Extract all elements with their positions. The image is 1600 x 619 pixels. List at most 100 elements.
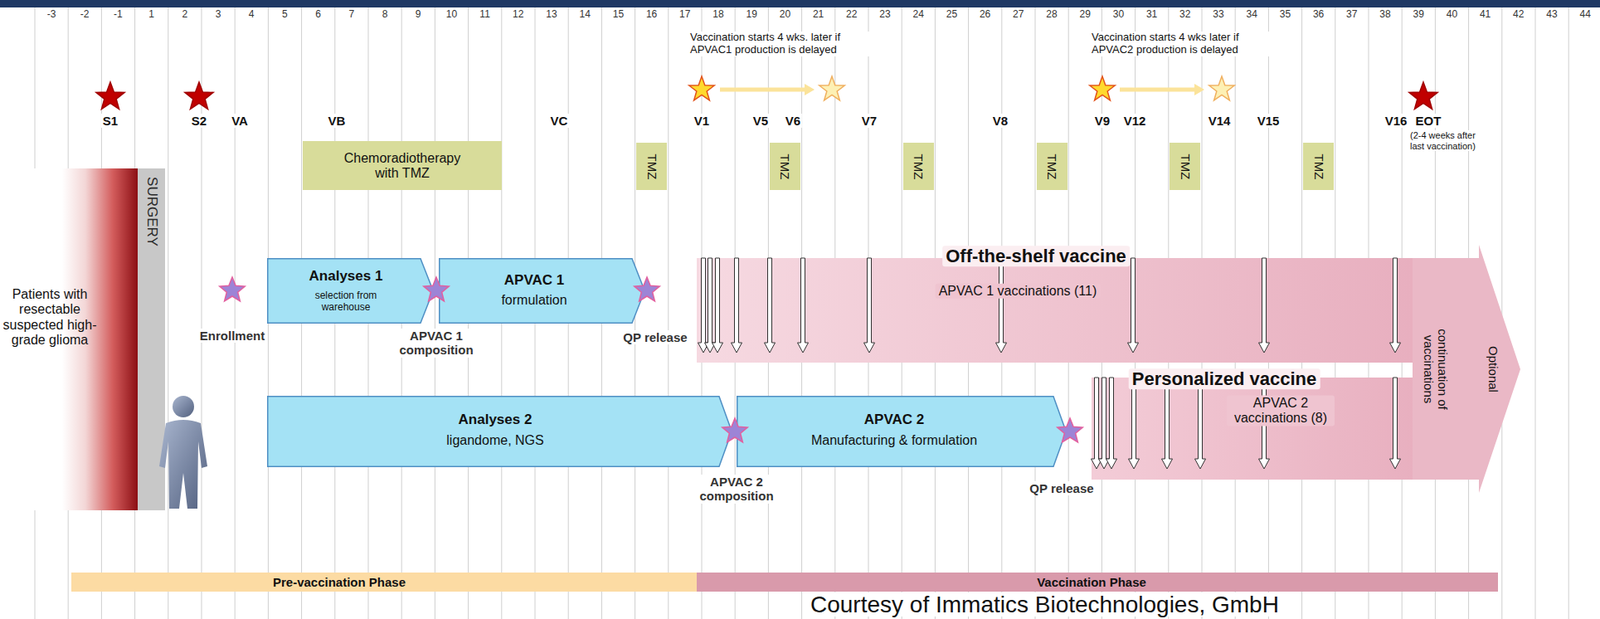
milestone-label: VA bbox=[229, 113, 250, 128]
week-number: 4 bbox=[247, 9, 257, 21]
week-number: 22 bbox=[844, 9, 859, 21]
week-number: 39 bbox=[1411, 9, 1426, 21]
label-holder: 14 bbox=[578, 9, 593, 21]
grid-line bbox=[434, 7, 436, 619]
milestone-label: APVAC 1 composition bbox=[386, 328, 487, 358]
node-text-holder: Patients with resectable suspected high-… bbox=[0, 286, 99, 349]
node-text-holder: Analyses 1 bbox=[309, 267, 384, 285]
label-holder: 24 bbox=[911, 9, 926, 21]
node-text-holder: Optional bbox=[1485, 345, 1500, 393]
label-holder: -2 bbox=[78, 9, 92, 21]
title-bar bbox=[0, 0, 1600, 8]
node-text-holder: TMZ bbox=[1177, 153, 1192, 180]
vaccination-arrow bbox=[1259, 377, 1270, 469]
label-holder: 26 bbox=[977, 9, 993, 21]
week-number: 41 bbox=[1478, 9, 1493, 21]
label-holder: QP release bbox=[621, 330, 689, 345]
node-text-holder: Pre-vaccination Phase bbox=[272, 574, 406, 589]
node-text-holder: continuation of vaccinations bbox=[1421, 327, 1451, 411]
label-holder: 25 bbox=[944, 9, 959, 21]
vaccination-arrow bbox=[1106, 377, 1118, 469]
chevron-shape bbox=[267, 258, 434, 324]
node-label: TMZ bbox=[911, 153, 926, 180]
week-number: -3 bbox=[45, 9, 59, 21]
node-text-holder: Analyses 2 bbox=[458, 411, 533, 428]
node-label: TMZ bbox=[644, 153, 659, 180]
node-label: SURGERY bbox=[143, 176, 161, 247]
week-number: 42 bbox=[1511, 9, 1526, 21]
milestone-star bbox=[634, 277, 660, 302]
node-label: APVAC 2 vaccinations (8) bbox=[1226, 395, 1335, 427]
figure-head bbox=[172, 395, 195, 418]
week-number: 13 bbox=[544, 9, 559, 21]
node-text-holder: SURGERY bbox=[143, 176, 161, 247]
delayed-start-star bbox=[819, 76, 845, 101]
node-text-holder: TMZ bbox=[1311, 153, 1326, 180]
vaccination-band: Personalized vaccineAPVAC 2 vaccinations… bbox=[1091, 377, 1419, 480]
label-holder: 42 bbox=[1511, 9, 1526, 21]
vaccination-arrow bbox=[996, 257, 1007, 353]
milestone-star bbox=[423, 277, 449, 302]
week-number: 1 bbox=[146, 9, 156, 21]
week-number: 29 bbox=[1078, 9, 1093, 21]
week-number: 8 bbox=[380, 9, 390, 21]
week-number: 23 bbox=[877, 9, 892, 21]
node-text-holder: APVAC 2 vaccinations (8) bbox=[1226, 395, 1335, 427]
milestone-label: V15 bbox=[1255, 113, 1282, 128]
label-holder: 32 bbox=[1177, 9, 1192, 21]
label-holder: 34 bbox=[1244, 9, 1260, 21]
week-number: -1 bbox=[111, 9, 125, 21]
process-chevron: APVAC 1formulation bbox=[438, 257, 646, 324]
week-number: -2 bbox=[78, 9, 92, 21]
label-holder: 19 bbox=[744, 9, 759, 21]
node-label: TMZ bbox=[1177, 153, 1192, 180]
vaccination-arrow bbox=[698, 257, 710, 353]
process-chevron: Analyses 1selection from warehouse bbox=[267, 257, 434, 324]
label-holder: 23 bbox=[877, 9, 892, 21]
week-number: 30 bbox=[1111, 9, 1126, 21]
patient-band: Patients with resectable suspected high-… bbox=[0, 168, 138, 511]
label-holder: 15 bbox=[611, 9, 626, 21]
milestone-star bbox=[219, 277, 245, 302]
delay-note: Vaccination starts 4 wks. later if APVAC… bbox=[688, 31, 881, 57]
node-heading: Analyses 2 bbox=[458, 411, 533, 428]
week-number: 28 bbox=[1044, 9, 1059, 21]
label-holder: 37 bbox=[1344, 9, 1359, 21]
grid-line bbox=[234, 7, 236, 619]
node-text-holder: APVAC 1 vaccinations (11) bbox=[935, 283, 1101, 299]
node-text-holder: Vaccination Phase bbox=[1036, 574, 1147, 589]
label-holder: 10 bbox=[444, 9, 459, 21]
label-holder: 33 bbox=[1210, 9, 1226, 21]
week-number: 14 bbox=[578, 9, 593, 21]
week-number: 38 bbox=[1377, 9, 1392, 21]
week-number: 21 bbox=[811, 9, 826, 21]
milestone-label: V1 bbox=[692, 113, 711, 128]
label-holder: 31 bbox=[1144, 9, 1159, 21]
node-label: APVAC 1 vaccinations (11) bbox=[935, 283, 1101, 299]
label-holder: 20 bbox=[778, 9, 793, 21]
label-holder: 36 bbox=[1311, 9, 1326, 21]
patient-figure bbox=[159, 395, 208, 509]
node-heading: Analyses 1 bbox=[309, 267, 384, 285]
label-holder: 41 bbox=[1478, 9, 1493, 21]
delay-arrow bbox=[719, 83, 815, 96]
label-holder: 17 bbox=[677, 9, 692, 21]
week-number: 10 bbox=[444, 9, 459, 21]
label-holder: 5 bbox=[280, 9, 290, 21]
label-holder: 18 bbox=[710, 9, 725, 21]
vaccination-start-star bbox=[1089, 76, 1115, 101]
label-holder: V1 bbox=[692, 113, 711, 128]
label-holder: APVAC 2 composition bbox=[686, 474, 787, 504]
label-holder: 39 bbox=[1411, 9, 1426, 21]
label-holder: S2 bbox=[189, 113, 209, 128]
tmz-box: TMZ bbox=[1303, 142, 1334, 190]
week-number: 35 bbox=[1278, 9, 1293, 21]
continuation-arrow: Optional continuation of vaccinations bbox=[1412, 244, 1521, 493]
vaccination-arrow bbox=[1128, 257, 1139, 353]
label-holder: (2-4 weeks after last vaccination) bbox=[1408, 130, 1485, 151]
vaccination-arrow bbox=[797, 257, 809, 353]
milestone-label: V8 bbox=[991, 113, 1010, 128]
label-holder: 43 bbox=[1544, 9, 1559, 21]
week-number: 20 bbox=[778, 9, 793, 21]
milestone-star bbox=[722, 418, 748, 443]
